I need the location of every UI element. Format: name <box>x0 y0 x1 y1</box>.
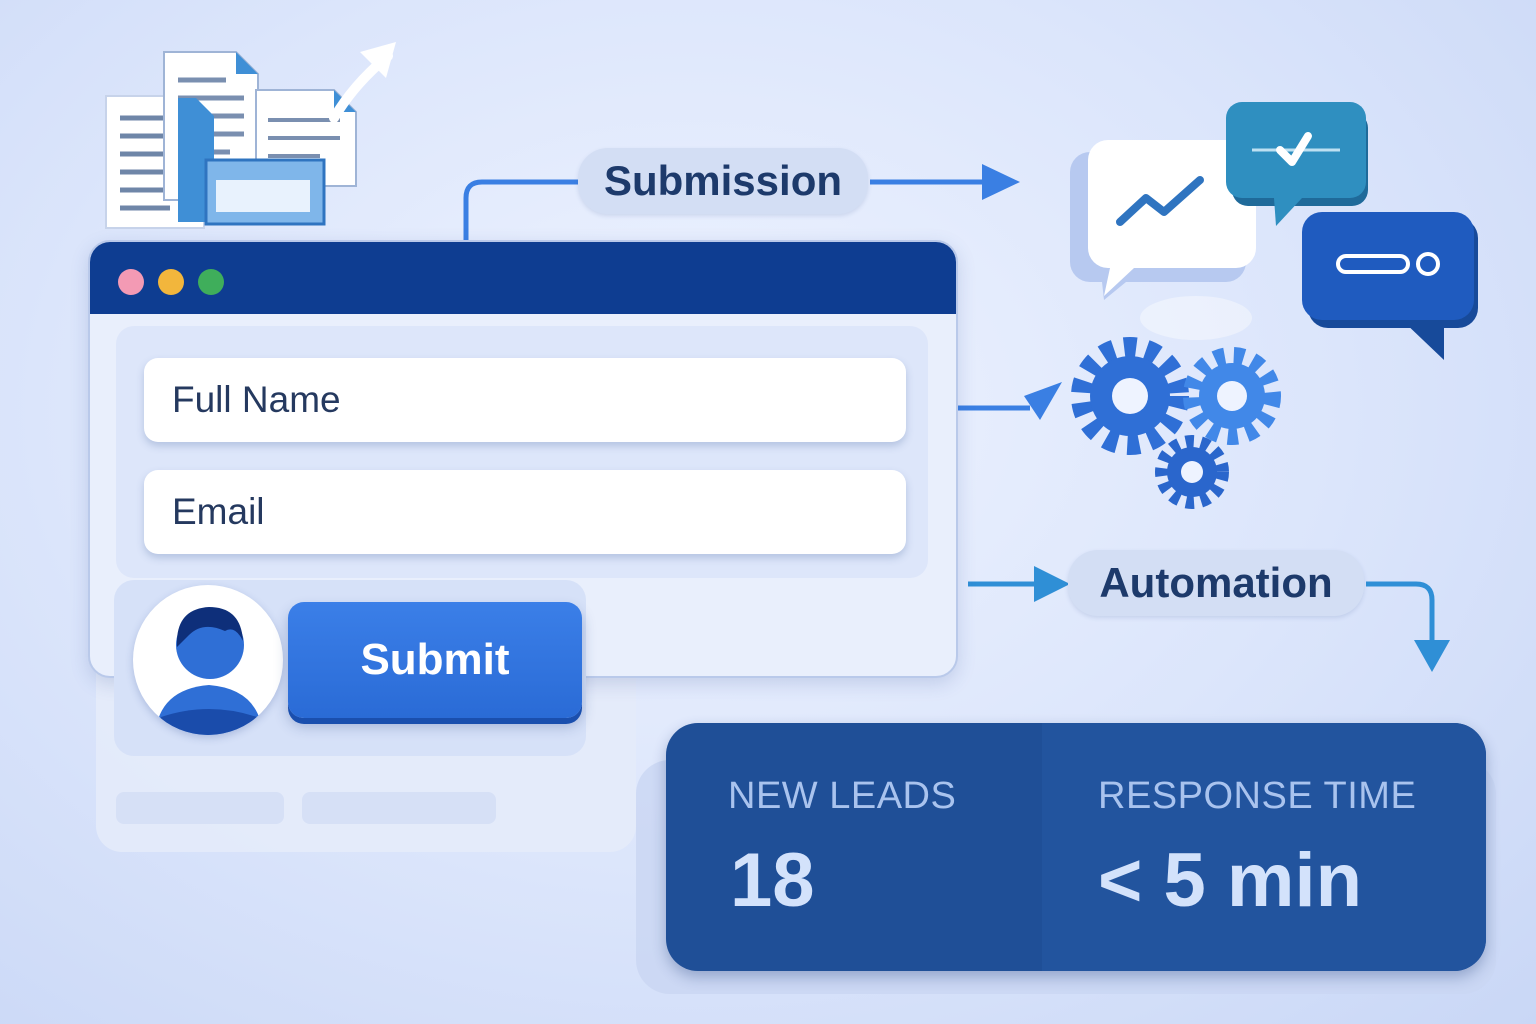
stats-card: NEW LEADS 18 RESPONSE TIME < 5 min <box>666 723 1486 971</box>
response-time-label: RESPONSE TIME <box>1098 775 1417 817</box>
stats-arrowhead <box>1414 640 1450 672</box>
placeholder-bar <box>302 792 496 824</box>
submission-connector <box>463 179 590 240</box>
user-avatar-icon <box>155 607 263 735</box>
placeholder-bar <box>116 792 284 824</box>
chart-bubble-icon <box>1070 140 1256 300</box>
automation-arrowhead <box>1034 566 1070 602</box>
new-leads-value: 18 <box>730 838 815 923</box>
maximize-window-button[interactable] <box>198 269 224 295</box>
avatar <box>133 585 283 735</box>
submission-arrowhead <box>982 164 1020 200</box>
gears-arrowhead <box>1024 382 1062 420</box>
close-window-button[interactable] <box>118 269 144 295</box>
submit-button[interactable]: Submit <box>288 602 582 718</box>
automation-label: Automation <box>1068 550 1364 616</box>
new-leads-label: NEW LEADS <box>728 775 957 817</box>
email-field[interactable]: Email <box>144 470 906 554</box>
response-time-value: < 5 min <box>1098 838 1362 923</box>
stats-right-half <box>1042 723 1486 971</box>
gears-icon <box>1071 296 1281 509</box>
check-bubble-icon <box>1226 102 1368 226</box>
full-name-field[interactable]: Full Name <box>144 358 906 442</box>
window-titlebar <box>90 242 956 314</box>
upload-arrow-icon <box>329 42 396 123</box>
stats-connector <box>1366 581 1435 640</box>
submission-label: Submission <box>578 148 868 214</box>
documents-icon <box>105 51 357 229</box>
toggle-bubble-icon <box>1302 212 1478 360</box>
minimize-window-button[interactable] <box>158 269 184 295</box>
